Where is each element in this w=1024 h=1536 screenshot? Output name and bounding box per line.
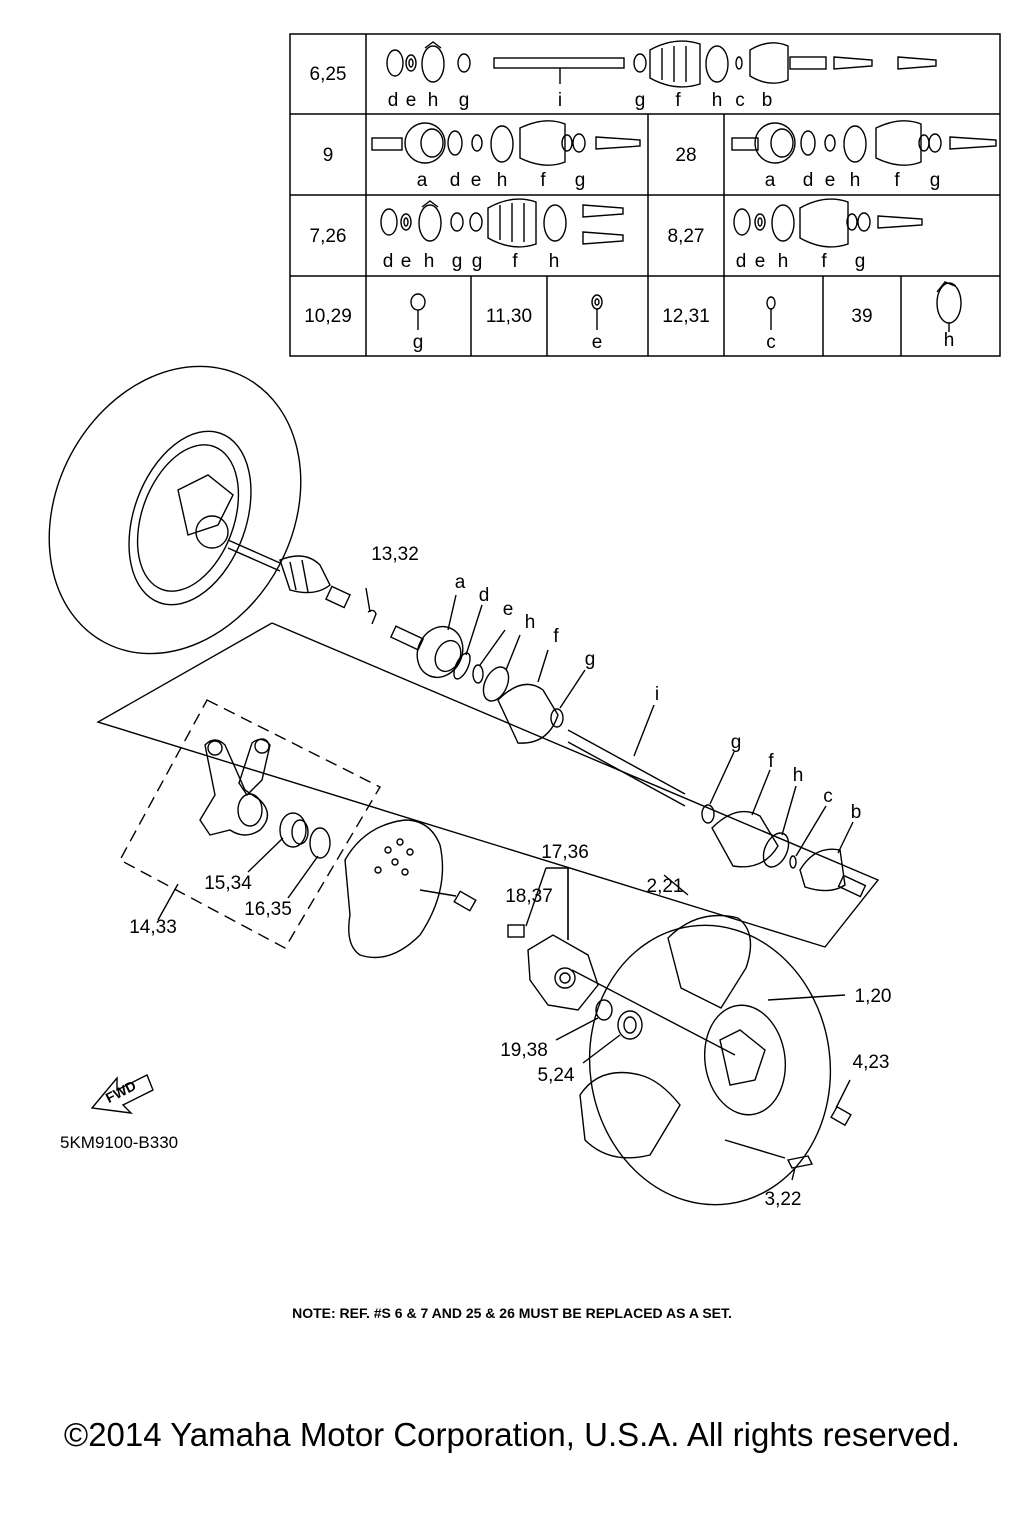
row-6-25-letter-b: b bbox=[762, 90, 773, 111]
row-7-26-letter-g: g bbox=[452, 251, 463, 272]
row-28-letter-g: g bbox=[930, 170, 941, 191]
callout-1-20: 1,20 bbox=[855, 986, 892, 1007]
exploded-wheel bbox=[579, 914, 832, 1206]
hub bbox=[507, 924, 599, 1011]
fwd-arrow-icon bbox=[90, 1074, 154, 1114]
knuckle-group-box bbox=[119, 699, 381, 949]
callout-d: d bbox=[479, 585, 490, 606]
row-10-29-letter-g: g bbox=[413, 332, 424, 353]
fwd-label: FWD bbox=[103, 1077, 139, 1106]
brake-disc bbox=[344, 819, 444, 959]
callout-e: e bbox=[503, 599, 514, 620]
diagram-code: 5KM9100-B330 bbox=[60, 1133, 178, 1152]
row-28-letter-h: h bbox=[850, 170, 861, 191]
row-39-letter-h: h bbox=[944, 330, 955, 351]
row-9-letter-h: h bbox=[497, 170, 508, 191]
row-single-parts bbox=[410, 281, 962, 332]
row-9-letter-e: e bbox=[471, 170, 482, 191]
row-8-27-letter-f: f bbox=[821, 251, 827, 272]
row-7-26-letter-e: e bbox=[401, 251, 412, 272]
row-7-26-letter-d: d bbox=[383, 251, 394, 272]
row-6-25-letter-d: d bbox=[388, 90, 399, 111]
row-8-27-letter-h: h bbox=[778, 251, 789, 272]
row-6-25-parts bbox=[386, 40, 937, 88]
callout-4-23: 4,23 bbox=[853, 1052, 890, 1073]
row-7-26-refs: 7,26 bbox=[310, 226, 347, 247]
callout-h: h bbox=[525, 612, 536, 633]
row-9-parts bbox=[371, 120, 641, 166]
row-6-25-letter-f: f bbox=[675, 90, 681, 111]
row-11-30-letter-e: e bbox=[592, 332, 603, 353]
row-8-27-parts bbox=[733, 198, 923, 248]
callout-17-36: 17,36 bbox=[541, 842, 589, 863]
callout-g: g bbox=[585, 649, 596, 670]
assembly-outline bbox=[96, 622, 880, 948]
row-8-27-letter-g: g bbox=[855, 251, 866, 272]
callout-14-33: 14,33 bbox=[129, 917, 177, 938]
row-8-27-letter-e: e bbox=[755, 251, 766, 272]
callout-13-32: 13,32 bbox=[371, 544, 419, 565]
row-28-letter-e: e bbox=[825, 170, 836, 191]
callout-a: a bbox=[455, 572, 466, 593]
callout-i: i bbox=[655, 684, 659, 705]
row-6-25-letter-h: h bbox=[428, 90, 439, 111]
assembled-wheel bbox=[48, 365, 351, 655]
row-6-25-letter-i: i bbox=[558, 90, 562, 111]
row-7-26-letter-g2: g bbox=[472, 251, 483, 272]
row-11-30-refs: 11,30 bbox=[486, 306, 532, 327]
row-12-31-refs: 12,31 bbox=[662, 306, 710, 327]
row-12-31-letter-c: c bbox=[766, 332, 776, 353]
callout-2-21: 2,21 bbox=[647, 876, 684, 897]
callout-3-22: 3,22 bbox=[765, 1189, 802, 1210]
row-8-27-refs: 8,27 bbox=[668, 226, 705, 247]
callout-19-38: 19,38 bbox=[500, 1040, 548, 1061]
row-9-letter-f: f bbox=[540, 170, 546, 191]
row-6-25-letter-e: e bbox=[406, 90, 417, 111]
row-7-26-letter-h: h bbox=[424, 251, 435, 272]
row-28-letter-f: f bbox=[894, 170, 900, 191]
row-10-29-refs: 10,29 bbox=[304, 306, 352, 327]
callout-18-37: 18,37 bbox=[505, 886, 553, 907]
row-28-letter-a: a bbox=[765, 170, 776, 191]
row-7-26-letter-h2: h bbox=[549, 251, 560, 272]
callout-b: b bbox=[851, 802, 862, 823]
row-6-25-letter-g2: g bbox=[635, 90, 646, 111]
callout-15-34: 15,34 bbox=[204, 873, 252, 894]
row-9-letter-a: a bbox=[417, 170, 428, 191]
replacement-note: NOTE: REF. #S 6 & 7 AND 25 & 26 MUST BE … bbox=[292, 1305, 732, 1321]
row-9-letter-d: d bbox=[450, 170, 461, 191]
callout-f: f bbox=[553, 626, 559, 647]
copyright-notice: ©2014 Yamaha Motor Corporation, U.S.A. A… bbox=[63, 1416, 961, 1453]
row-8-27-letter-d: d bbox=[736, 251, 747, 272]
row-6-25-refs: 6,25 bbox=[310, 64, 347, 85]
row-9-refs: 9 bbox=[323, 145, 334, 166]
callout-c: c bbox=[823, 786, 833, 807]
callout-g-inner: g bbox=[731, 732, 742, 753]
knuckle bbox=[199, 738, 271, 836]
row-7-26-parts bbox=[380, 198, 624, 248]
exploded-view-linework bbox=[48, 365, 880, 1206]
row-39-refs: 39 bbox=[851, 306, 872, 327]
row-7-26-letter-f: f bbox=[512, 251, 518, 272]
callout-h-inner: h bbox=[793, 765, 804, 786]
row-6-25-letter-g: g bbox=[459, 90, 470, 111]
callout-f-inner: f bbox=[768, 751, 774, 772]
callout-16-35: 16,35 bbox=[244, 899, 292, 920]
row-28-letter-d: d bbox=[803, 170, 814, 191]
row-9-letter-g: g bbox=[575, 170, 586, 191]
callout-5-24: 5,24 bbox=[538, 1065, 575, 1086]
kit-table bbox=[289, 33, 1001, 357]
row-6-25-letter-h2: h bbox=[712, 90, 723, 111]
row-28-refs: 28 bbox=[675, 145, 696, 166]
row-6-25-letter-c: c bbox=[735, 90, 745, 111]
row-28-parts bbox=[731, 120, 997, 166]
